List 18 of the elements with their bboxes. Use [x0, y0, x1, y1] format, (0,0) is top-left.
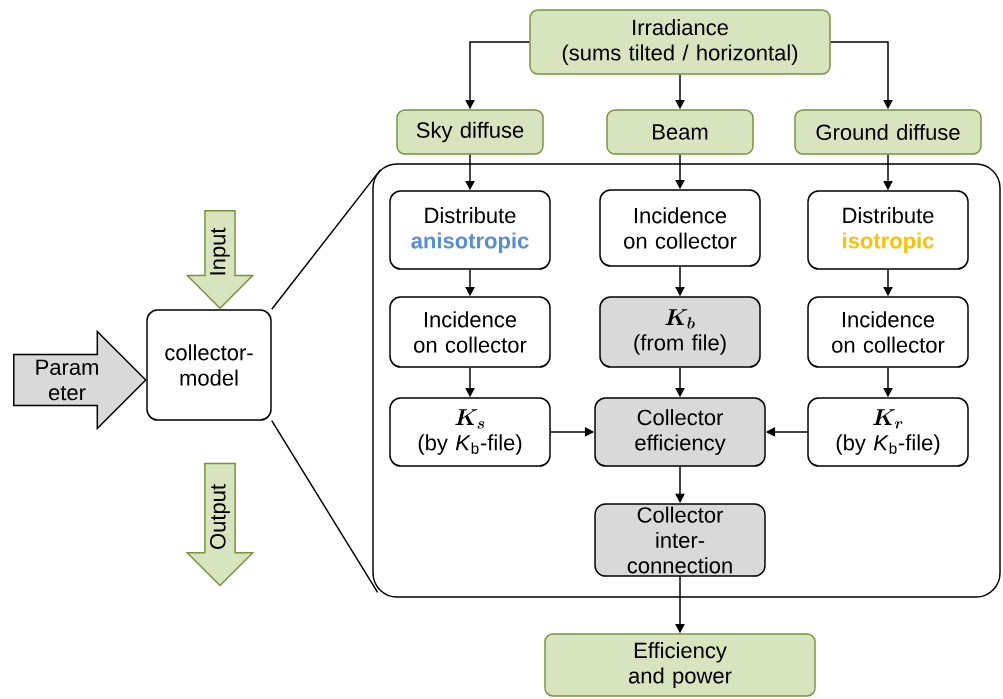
- process-box: Distribute anisotropic: [389, 190, 551, 270]
- process-box: $\bm{K_s}$ (by K$_{b}$-file): [389, 397, 551, 467]
- process-box: Incidence on collector: [807, 296, 969, 368]
- output-box: Efficiency and power: [544, 633, 816, 697]
- process-box: Incidence on collector: [389, 296, 551, 368]
- component-box: Sky diffuse: [396, 109, 544, 155]
- model-box: collector-model: [146, 309, 272, 421]
- component-box: Beam: [606, 109, 754, 155]
- zoom-line: [271, 169, 381, 310]
- input-box: Irradiance (sums tilted / horizontal): [529, 9, 831, 75]
- process-box: Distribute isotropic: [807, 190, 969, 270]
- process-box: $\bm{K_b}$ (from file): [599, 296, 761, 368]
- process-box: Collector efficiency: [594, 397, 766, 467]
- process-box: $\bm{K_r}$ (by K$_{b}$-file): [807, 397, 969, 467]
- zoom-line: [271, 420, 379, 594]
- process-box: Collector inter-connection: [594, 503, 766, 577]
- component-box: Ground diffuse: [794, 109, 982, 155]
- process-box: Incidence on collector: [599, 189, 761, 267]
